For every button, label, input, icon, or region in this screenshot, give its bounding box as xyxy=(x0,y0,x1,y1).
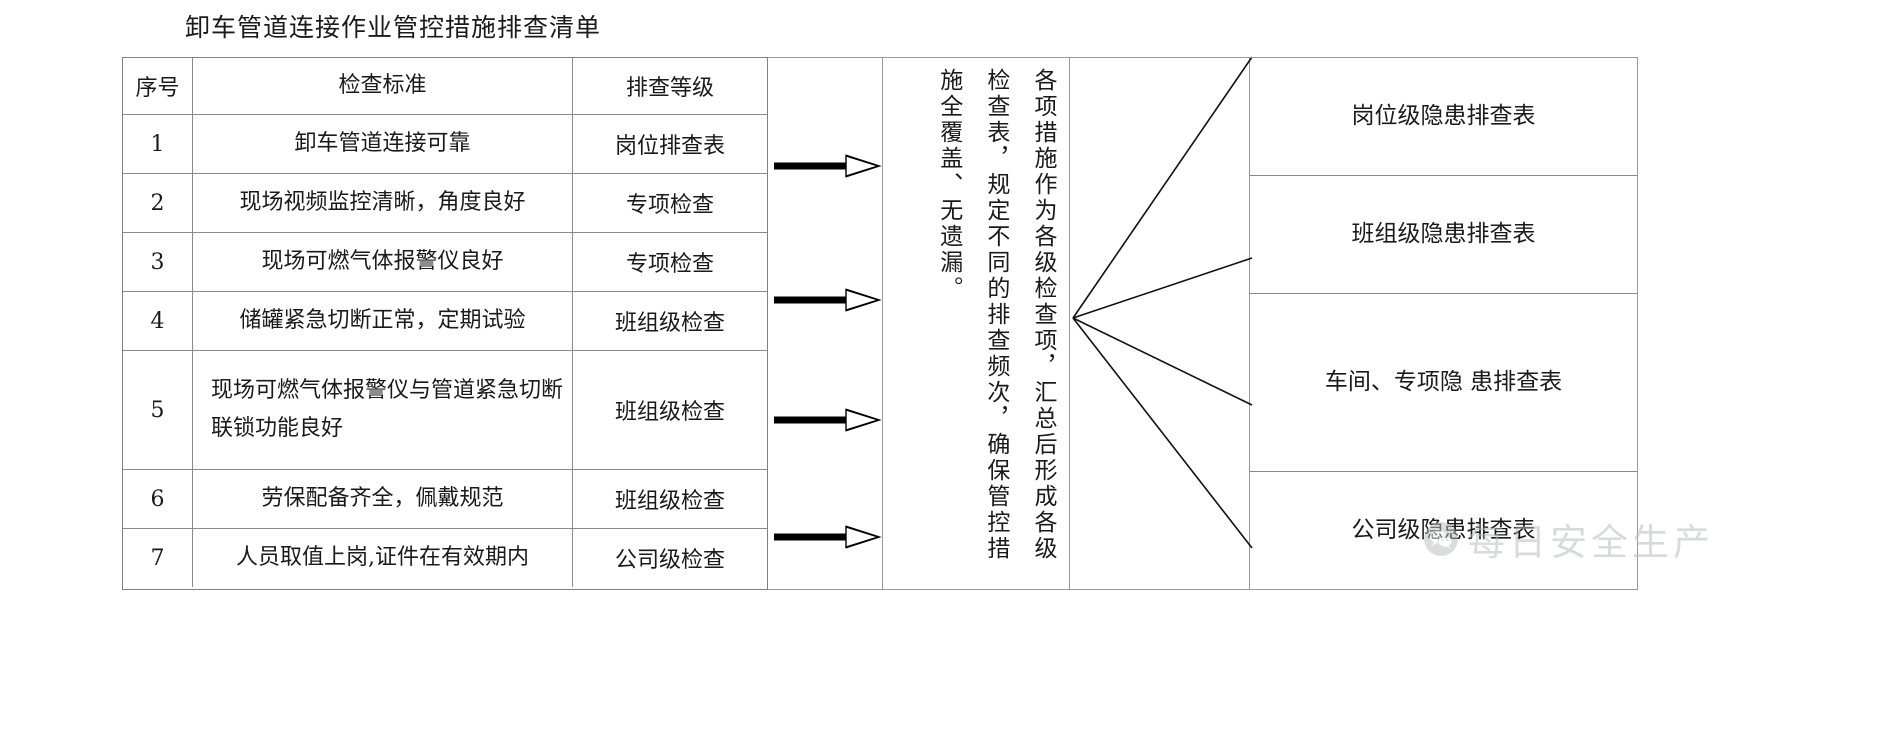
output-table: 岗位级隐患排查表 班组级隐患排查表 车间、专项隐 患排查表 公司级隐患排查表 xyxy=(1250,57,1638,590)
summary-column: 各项措施作为各级检查项，汇总后形成各级检查表，规定不同的排查频次，确保管控措施全… xyxy=(883,57,1070,590)
cell-level: 专项检查 xyxy=(625,252,714,277)
page-title: 卸车管道连接作业管控措施排查清单 xyxy=(185,13,602,42)
watermark-label: 每日安全生产 xyxy=(1468,521,1714,564)
cell-no: 3 xyxy=(123,233,193,291)
table-row: 4 储罐紧急切断正常，定期试验 班组级检查 xyxy=(123,292,767,351)
table-row: 6 劳保配备齐全，佩戴规范 班组级检查 xyxy=(123,470,767,529)
cell-standard: 现场视频监控清晰，角度良好 xyxy=(193,174,573,232)
right-arrow-icon-1 xyxy=(774,154,882,178)
cell-no: 7 xyxy=(123,529,193,587)
table-row: 5 现场可燃气体报警仪与管道紧急切断联锁功能良好 班组级检查 xyxy=(123,351,767,470)
cell-standard: 储罐紧急切断正常，定期试验 xyxy=(193,292,573,350)
table-header-row: 序号 检查标准 排查等级 xyxy=(123,58,767,115)
spacer-column xyxy=(1070,57,1250,590)
right-arrow-icon-2 xyxy=(774,288,882,312)
cell-level: 公司级检查 xyxy=(614,548,725,573)
right-arrow-icon-4 xyxy=(774,525,882,549)
wechat-glyph xyxy=(1430,530,1453,549)
cell-standard: 人员取值上岗,证件在有效期内 xyxy=(193,529,573,587)
table-row: 7 人员取值上岗,证件在有效期内 公司级检查 xyxy=(123,529,767,587)
cell-no: 6 xyxy=(123,470,193,528)
cell-standard: 现场可燃气体报警仪良好 xyxy=(193,233,573,291)
cell-level: 班组级检查 xyxy=(614,489,725,514)
right-arrow-icon-3 xyxy=(774,408,882,432)
cell-standard: 现场可燃气体报警仪与管道紧急切断联锁功能良好 xyxy=(193,351,573,469)
header-cell-level: 排查等级 xyxy=(625,76,714,101)
table-row: 2 现场视频监控清晰，角度良好 专项检查 xyxy=(123,174,767,233)
summary-vertical-text: 各项措施作为各级检查项，汇总后形成各级检查表，规定不同的排查频次，确保管控措施全… xyxy=(935,68,1056,562)
cell-level: 班组级检查 xyxy=(614,400,725,425)
output-row: 车间、专项隐 患排查表 xyxy=(1250,294,1637,472)
cell-no: 5 xyxy=(123,351,193,469)
cell-no: 2 xyxy=(123,174,193,232)
table-row: 3 现场可燃气体报警仪良好 专项检查 xyxy=(123,233,767,292)
header-cell-no: 序号 xyxy=(123,58,193,114)
watermark: 每日安全生产 xyxy=(1424,512,1714,566)
cell-level: 专项检查 xyxy=(625,193,714,218)
cell-level: 岗位排查表 xyxy=(614,134,725,159)
header-cell-standard: 检查标准 xyxy=(193,58,573,114)
cell-no: 4 xyxy=(123,292,193,350)
cell-level: 班组级检查 xyxy=(614,311,725,336)
checklist-table: 序号 检查标准 排查等级 1 卸车管道连接可靠 岗位排查表 2 现场视频监控清晰… xyxy=(122,57,768,590)
output-row: 岗位级隐患排查表 xyxy=(1250,58,1637,176)
arrow-column xyxy=(768,57,883,590)
output-row: 班组级隐患排查表 xyxy=(1250,176,1637,294)
cell-no: 1 xyxy=(123,115,193,173)
wechat-icon xyxy=(1424,522,1458,556)
cell-standard: 卸车管道连接可靠 xyxy=(193,115,573,173)
table-row: 1 卸车管道连接可靠 岗位排查表 xyxy=(123,115,767,174)
cell-standard: 劳保配备齐全，佩戴规范 xyxy=(193,470,573,528)
